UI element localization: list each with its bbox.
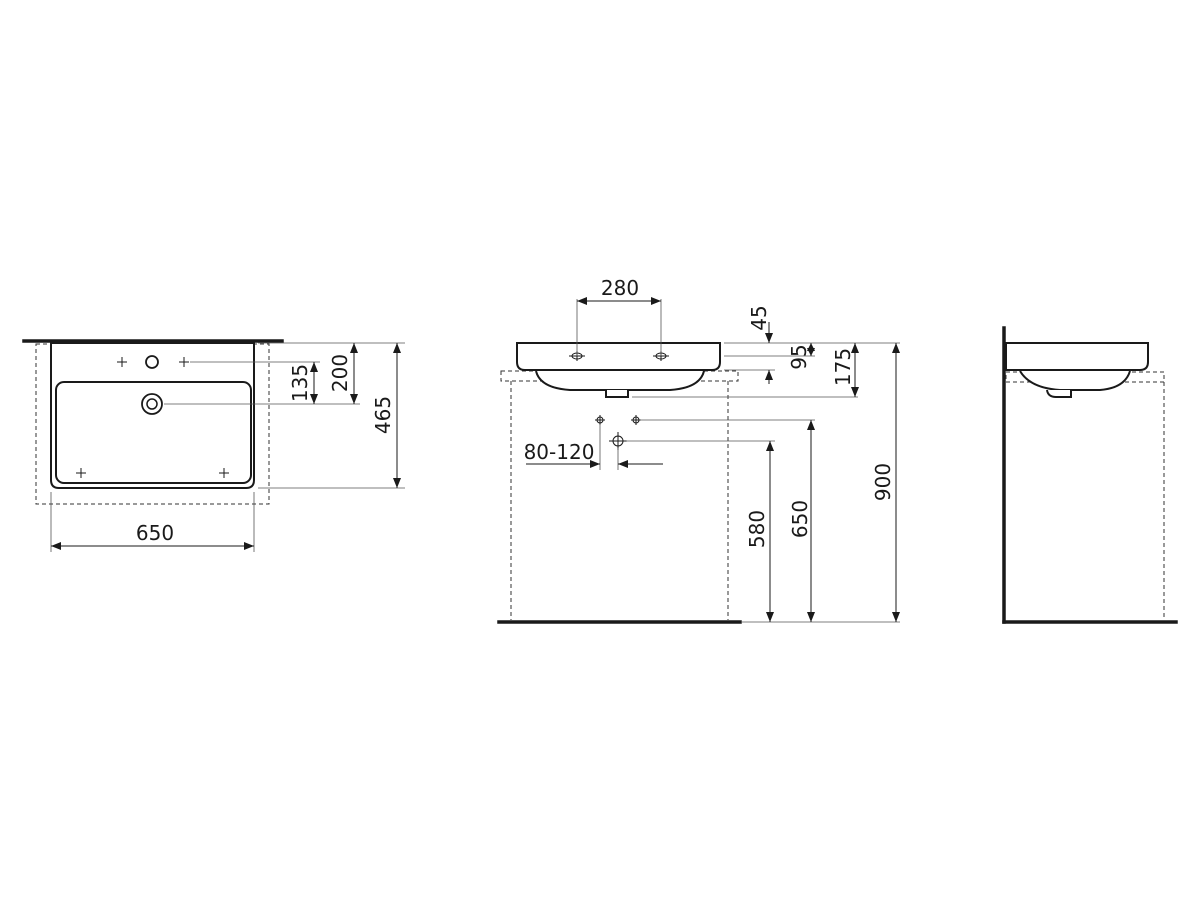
dim-580-label: 580 [745, 510, 769, 548]
dim-650-width-label: 650 [136, 521, 174, 545]
front-waste-outlet [605, 390, 629, 398]
dim-45-label: 45 [747, 305, 771, 330]
supply-valve-left-icon [595, 415, 605, 425]
side-waste-outlet [1046, 389, 1072, 398]
dim-650-height-label: 650 [788, 500, 812, 538]
tap-hole-icon [145, 355, 159, 369]
side-basin-outline [1005, 342, 1149, 371]
front-bowl-underside [535, 370, 705, 391]
trap-outlet-icon [609, 432, 627, 450]
side-bowl-underside [1019, 370, 1131, 391]
dim-95-label: 95 [787, 344, 811, 369]
front-cabinet-outline [510, 381, 729, 620]
waste-inner-icon [146, 398, 158, 410]
plan-optional-hole-right-icon [179, 357, 189, 367]
plan-view: 135 200 465 650 [22, 339, 405, 552]
supply-valve-right-icon [631, 415, 641, 425]
plan-optional-hole-left-icon [117, 357, 127, 367]
dim-465-label: 465 [371, 396, 395, 434]
plan-fixing-left-icon [76, 468, 86, 478]
side-view [1002, 326, 1178, 624]
plan-fixing-right-icon [219, 468, 229, 478]
dim-175-label: 175 [831, 348, 855, 386]
dim-80-120-label: 80-120 [524, 440, 595, 464]
dim-900-label: 900 [871, 463, 895, 501]
front-view: 280 45 95 175 80-120 580 650 [497, 276, 900, 624]
dim-200-label: 200 [328, 354, 352, 392]
plan-bowl [55, 381, 252, 484]
waste-outer-icon [141, 393, 163, 415]
dim-135-label: 135 [288, 364, 312, 402]
dim-280-label: 280 [601, 276, 639, 300]
front-basin-outline [516, 342, 721, 371]
